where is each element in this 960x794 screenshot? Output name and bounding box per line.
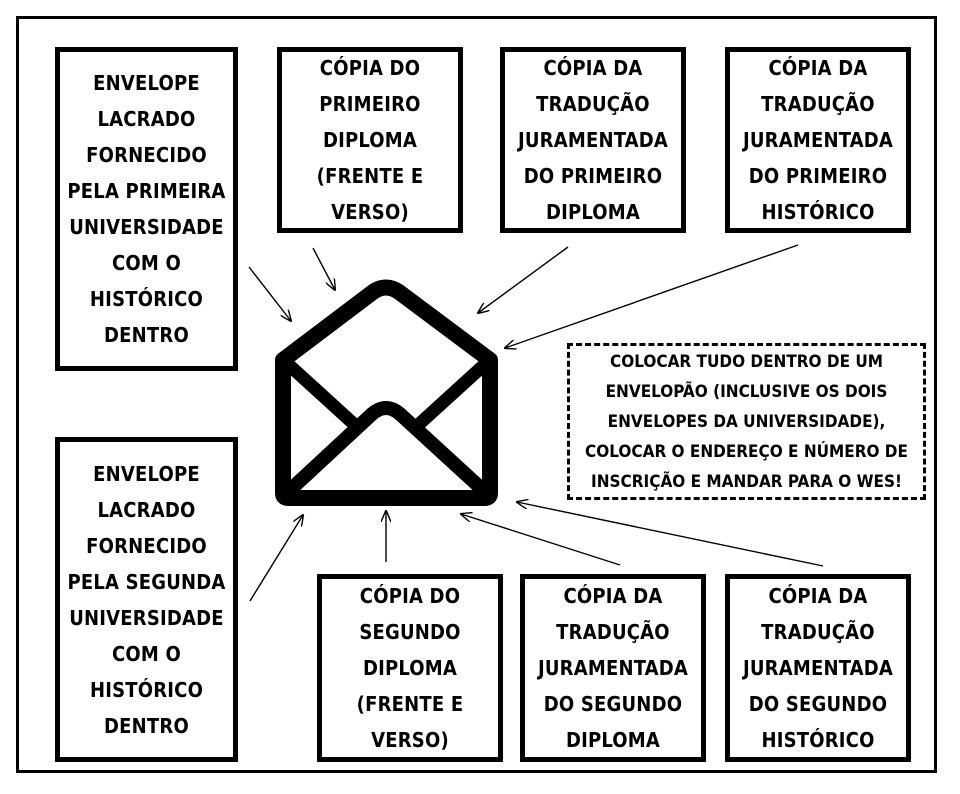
instruction-note: COLOCAR TUDO DENTRO DE UM ENVELOPÃO (INC… (567, 343, 926, 500)
box-copy-first-diploma: CÓPIA DO PRIMEIRO DIPLOMA (FRENTE E VERS… (277, 47, 463, 233)
box-envelope-second-university: ENVELOPE LACRADO FORNECIDO PELA SEGUNDA … (55, 437, 238, 762)
box-translation-second-diploma: CÓPIA DA TRADUÇÃO JURAMENTADA DO SEGUNDO… (520, 574, 706, 762)
box-envelope-second-university-label: ENVELOPE LACRADO FORNECIDO PELA SEGUNDA … (67, 461, 226, 738)
box-translation-first-transcript: CÓPIA DA TRADUÇÃO JURAMENTADA DO PRIMEIR… (725, 47, 911, 233)
arrow-from-translation-first-diploma (478, 246, 569, 313)
box-translation-first-diploma-label: CÓPIA DA TRADUÇÃO JURAMENTADA DO PRIMEIR… (517, 56, 669, 224)
box-copy-second-diploma: CÓPIA DO SEGUNDO DIPLOMA (FRENTE E VERSO… (317, 574, 503, 762)
instruction-note-text: COLOCAR TUDO DENTRO DE UM ENVELOPÃO (INC… (585, 351, 908, 492)
box-envelope-first-university: ENVELOPE LACRADO FORNECIDO PELA PRIMEIRA… (55, 47, 238, 371)
envelope-open-icon (275, 279, 498, 506)
box-translation-first-diploma: CÓPIA DA TRADUÇÃO JURAMENTADA DO PRIMEIR… (500, 47, 686, 233)
arrow-from-translation-first-transcript (505, 244, 799, 348)
box-copy-first-diploma-label: CÓPIA DO PRIMEIRO DIPLOMA (FRENTE E VERS… (316, 56, 424, 224)
arrow-from-envelope-second (249, 515, 303, 602)
arrow-from-translation-second-diploma (461, 514, 621, 566)
box-envelope-first-university-label: ENVELOPE LACRADO FORNECIDO PELA PRIMEIRA… (67, 71, 226, 347)
box-translation-first-transcript-label: CÓPIA DA TRADUÇÃO JURAMENTADA DO PRIMEIR… (742, 56, 894, 224)
box-translation-second-diploma-label: CÓPIA DA TRADUÇÃO JURAMENTADA DO SEGUNDO… (537, 584, 689, 752)
box-translation-second-transcript-label: CÓPIA DA TRADUÇÃO JURAMENTADA DO SEGUNDO… (742, 584, 894, 752)
arrow-from-translation-second-transcript (517, 502, 824, 567)
arrow-from-envelope-first (248, 266, 291, 321)
box-translation-second-transcript: CÓPIA DA TRADUÇÃO JURAMENTADA DO SEGUNDO… (725, 574, 911, 762)
box-copy-second-diploma-label: CÓPIA DO SEGUNDO DIPLOMA (FRENTE E VERSO… (356, 584, 464, 752)
arrow-from-copy-first-diploma (312, 247, 335, 290)
